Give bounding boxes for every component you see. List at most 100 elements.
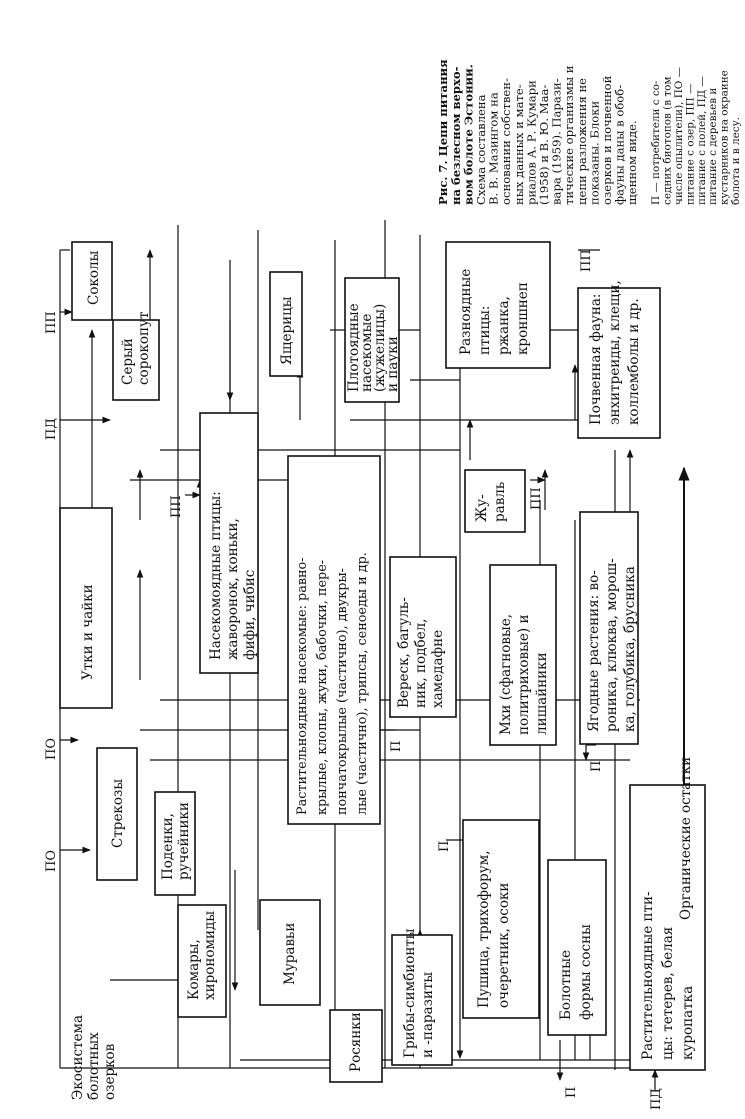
yagodnye-line-2: роника, клюква, морош-	[604, 558, 620, 732]
label-po-1: ПО	[44, 850, 59, 872]
podenki-line-2: ручейники	[176, 802, 192, 880]
box-pochvennaya	[577, 287, 661, 439]
label-raznoyadnye: Разноядные птицы: ржанка, кроншнеп	[458, 269, 531, 355]
caption-line-2: на безлесном верхо-	[449, 66, 463, 205]
rast-nasek-line-2: крылые, клопы, жуки, бабочки, пере-	[315, 560, 330, 815]
caption-line-10: вара (1959). Парази-	[550, 78, 564, 205]
strekozy-line-1: Стрекозы	[110, 779, 126, 848]
pochvennaya-line-2: энхитреиды, клещи,	[607, 280, 623, 425]
veresk-line-1: Вереск, багуль-	[396, 597, 412, 708]
pushitsa-line-1: Пушица, трихофорум,	[476, 851, 492, 1009]
label-plotoyadnye: Плотоядные насекомые (жужелицы) и пауки	[346, 303, 401, 392]
caption-line-14: озерков и почвенной	[600, 75, 614, 205]
raznoyadnye-line-4: кроншнеп	[515, 282, 531, 355]
label-nasekomoyadnye: Насекомоядные птицы: жаворонок, коньки, …	[208, 491, 258, 660]
label-utki: Утки и чайки	[80, 584, 96, 680]
ecosystem-line-1: Экосистема	[70, 1015, 86, 1100]
box-murav	[259, 899, 321, 1006]
nasekomoyadnye-line-1: Насекомоядные птицы:	[208, 491, 224, 660]
label-rosyanki: Росянки	[348, 1012, 364, 1072]
caption-line-9: (1958) и В. Ю. Маа-	[537, 85, 551, 205]
caption-line-4: Схема составлена	[474, 94, 488, 205]
komary-line-2: хирономиды	[202, 911, 218, 1000]
caption-line-12: цепи разложения не	[575, 78, 589, 205]
box-plotoyadnye	[344, 277, 400, 403]
rast-ptitsy-line-3: куропатка	[680, 986, 696, 1060]
label-p-veresk: П	[389, 741, 404, 752]
caption-line-15: фауны даны в обоб-	[613, 85, 627, 205]
komary-line-1: Комары,	[186, 939, 202, 1000]
caption-line-16: щенном виде.	[625, 120, 639, 205]
rast-nasek-line-3: пончатокрылые (частично), двукры-	[335, 568, 350, 815]
legend-line-8: болота и в лесу.	[730, 117, 742, 205]
box-rosyanki	[329, 1009, 383, 1083]
label-bolotnye: Болотные формы сосны	[558, 924, 594, 1020]
box-rast-ptitsy	[629, 784, 706, 1071]
veresk-line-3: хамедафне	[430, 630, 446, 708]
box-nasekomoyadnye	[199, 412, 259, 674]
box-sorokoput	[112, 319, 160, 401]
yagodnye-line-3: ка, голубика, брусника	[622, 566, 638, 732]
legend-line-7: кустарников на окраине	[719, 70, 731, 205]
legend-line-3: числе опылители), ПО —	[673, 67, 685, 205]
sorokoput-line-2: сорокопут	[136, 312, 152, 385]
label-ecosystem: Экосистема болотных озерков	[70, 1015, 118, 1100]
box-komary	[177, 904, 227, 1018]
podenki-line-1: Поденки,	[160, 813, 176, 880]
sorokoput-line-1: Серый	[120, 338, 136, 385]
legend-line-2: седних биотопов (в том	[662, 77, 674, 205]
pochvennaya-line-3: коллемболы и др.	[626, 298, 642, 425]
node-texts: Экосистема болотных озерков Утки и чайки…	[70, 250, 696, 1100]
label-komary: Комары, хирономиды	[186, 911, 218, 1000]
legend-line-1: П — потребители с со-	[650, 80, 662, 205]
nasekomoyadnye-line-3: фифи, чибис	[242, 570, 258, 660]
label-pp-mid: ПП	[169, 495, 184, 518]
ecosystem-line-2: болотных	[86, 1032, 102, 1100]
label-yashcheritsy: Ящерицы	[279, 296, 295, 365]
label-rast-ptitsy: Растительноядные пти- цы: тетерев, белая…	[640, 891, 696, 1060]
box-veresk	[389, 556, 457, 718]
caption-line-6: основании собствен-	[499, 78, 513, 205]
box-griby	[391, 934, 453, 1066]
raznoyadnye-line-3: ржанка,	[496, 296, 512, 355]
legend-line-5: питание с полей, ПД —	[696, 76, 708, 205]
rosyanki-line-1: Росянки	[348, 1012, 364, 1072]
caption-line-3: вом болоте Эстонии.	[461, 64, 475, 205]
rast-nasek-line-1: Растительноядные насекомые: равно-	[295, 557, 310, 815]
label-p-yagodnye: П	[589, 761, 604, 772]
node-boxes	[59, 241, 706, 1083]
label-pd-top: ПД	[44, 418, 59, 440]
caption-line-1: Рис. 7. Цепи питания	[436, 59, 450, 205]
mkhi-line-3: лишайники	[534, 652, 550, 735]
label-pp-top: ПП	[44, 311, 59, 334]
box-raznoyadnye	[445, 241, 551, 369]
box-bolotnye	[547, 859, 607, 1036]
label-sokoly: Соколы	[86, 250, 102, 305]
yagodnye-line-1: Ягодные растения: во-	[586, 570, 602, 732]
pochvennaya-line-1: Почвенная фауна:	[588, 294, 604, 425]
box-yagodnye	[579, 511, 639, 745]
nasekomoyadnye-line-2: жаворонок, коньки,	[225, 518, 241, 660]
ecosystem-line-3: озерков	[102, 1043, 118, 1100]
label-p-pushitsa: П	[437, 841, 452, 852]
label-pp-zhur: ПП	[529, 487, 544, 510]
label-mkhi: Мхи (сфагновые, политриховые) и лишайник…	[498, 614, 550, 735]
sokoly-line-1: Соколы	[86, 250, 102, 305]
yashcheritsy-line-1: Ящерицы	[279, 296, 295, 365]
zhuravl-line-1: Жу-	[474, 494, 490, 522]
bolotnye-line-1: Болотные	[558, 950, 574, 1020]
box-zhuravl	[464, 469, 526, 533]
rast-nasek-line-4: лые (частично), трипсы, сеноеды и др.	[355, 552, 370, 815]
box-podenki	[154, 791, 196, 896]
zhuravl-line-2: равль	[492, 482, 508, 522]
griby-line-1: Грибы-симбионты	[402, 928, 418, 1058]
plotoyadnye-line-1: Плотоядные	[346, 303, 362, 392]
pushitsa-line-2: очеретник, осоки	[496, 883, 512, 1008]
label-pd-bottom: ПД	[649, 1088, 664, 1110]
caption-line-11: тические организмы и	[562, 65, 576, 205]
griby-line-2: и -паразиты	[420, 972, 436, 1058]
box-utki	[59, 507, 113, 709]
box-strekozy	[96, 747, 138, 881]
label-p-sosny: П	[564, 1087, 579, 1098]
